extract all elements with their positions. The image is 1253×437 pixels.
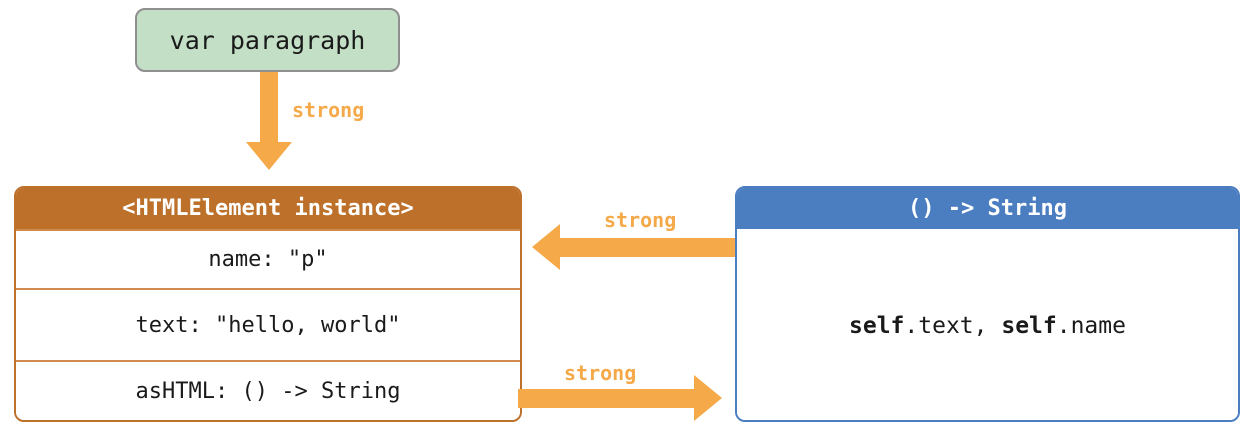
arrow-var-to-instance-head-icon	[246, 142, 292, 170]
variable-box-paragraph: var paragraph	[135, 8, 400, 72]
closure-capture-expression: self.text, self.name	[849, 313, 1126, 339]
arrow-label-var-to-instance: strong	[292, 98, 365, 122]
htmlelement-instance-header: <HTMLElement instance>	[16, 188, 520, 229]
table-row: text: "hello, world"	[16, 288, 520, 360]
arrow-instance-to-closure-head-icon	[694, 375, 722, 421]
closure-box-body: self.text, self.name	[737, 229, 1238, 420]
capture-name-property: .name	[1056, 312, 1126, 339]
closure-box-header: () -> String	[737, 188, 1238, 229]
self-keyword-2: self	[1001, 312, 1057, 339]
variable-box-label: var paragraph	[169, 25, 366, 55]
arrow-closure-to-instance-head-icon	[532, 224, 560, 270]
arrow-closure-to-instance-shaft	[560, 238, 738, 257]
arrow-instance-to-closure-shaft	[518, 389, 694, 408]
table-row: asHTML: () -> String	[16, 360, 520, 420]
table-row: name: "p"	[16, 229, 520, 288]
closure-box: () -> String self.text, self.name	[735, 186, 1240, 422]
capture-text-property: .text,	[904, 312, 1002, 339]
arrow-var-to-instance-shaft	[260, 72, 278, 146]
arrow-label-closure-to-instance: strong	[604, 208, 677, 232]
self-keyword-1: self	[849, 312, 905, 339]
arrow-label-instance-to-closure: strong	[564, 361, 637, 385]
htmlelement-instance-box: <HTMLElement instance> name: "p" text: "…	[14, 186, 522, 422]
